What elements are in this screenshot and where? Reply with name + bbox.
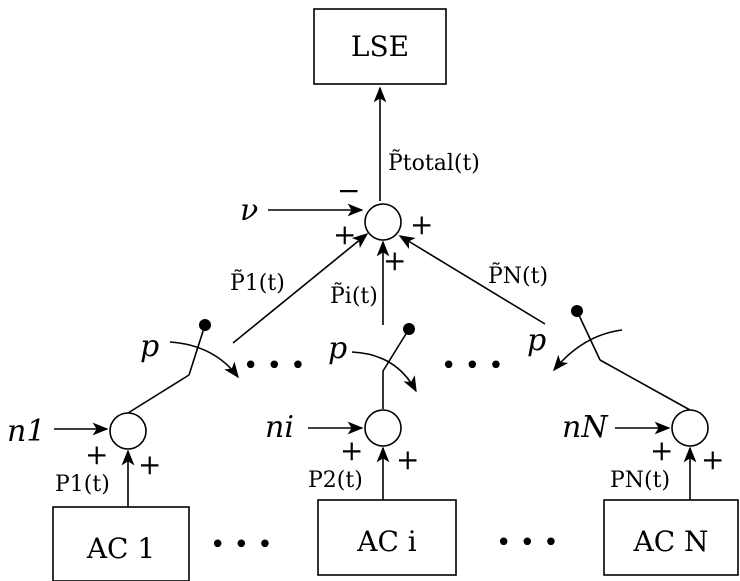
switch-n-lower-wire — [599, 359, 691, 411]
sumn-plus-bottom: + — [701, 443, 724, 476]
ac-box-n — [603, 499, 739, 576]
p2-label: P2(t) — [308, 468, 363, 493]
switch-1-contact — [199, 319, 211, 331]
lse-label: LSE — [351, 30, 409, 63]
total-power-label: P̃total(t) — [388, 150, 480, 176]
p1-label: P1(t) — [55, 472, 110, 497]
top-minus-sign: − — [337, 174, 360, 207]
nu-label: ν — [240, 193, 258, 228]
lse-box — [313, 8, 447, 85]
ni-label: ni — [265, 410, 294, 445]
top-plus-left: + — [333, 218, 356, 251]
ac-label-n: AC N — [632, 525, 708, 558]
ac-box-i — [317, 499, 457, 576]
p1-tilde-arrow — [232, 232, 369, 344]
pn-label: PN(t) — [610, 468, 670, 493]
ac-ellipsis-right: • • • — [496, 528, 559, 558]
pi-tilde-label: P̃i(t) — [330, 283, 378, 309]
sum-junction-n — [671, 409, 709, 447]
sumi-plus-left: + — [340, 434, 363, 467]
pn-tilde-arrow — [398, 235, 546, 325]
ac-box-1 — [52, 506, 190, 581]
switch-n-actuator-arrow — [552, 329, 623, 372]
switch-ellipsis-right: • • • — [441, 351, 504, 381]
switch-n-contact — [571, 305, 583, 317]
switch-i-blade — [382, 328, 410, 372]
switch-n-blade — [576, 310, 601, 361]
switch-i-actuator-arrow — [351, 351, 417, 393]
sum-junction-1 — [109, 412, 147, 450]
ac-ellipsis-left: • • • — [210, 530, 273, 560]
n1-label: n1 — [7, 414, 45, 449]
top-plus-bottom: + — [383, 244, 406, 277]
sum-junction-i — [364, 409, 402, 447]
top-plus-right: + — [410, 208, 433, 241]
pn-tilde-label: P̃N(t) — [488, 263, 548, 289]
sumi-plus-bottom: + — [396, 443, 419, 476]
ac-label-i: AC i — [356, 525, 417, 558]
sumn-plus-left: + — [650, 434, 673, 467]
switch-1-actuator-arrow — [169, 341, 239, 379]
sum1-plus-left: + — [85, 438, 108, 471]
p-label-n: p — [527, 323, 546, 358]
switch-1-lower-wire — [127, 374, 190, 414]
ac-label-1: AC 1 — [86, 532, 155, 565]
nN-label: nN — [562, 410, 609, 445]
p-label-1: p — [140, 329, 159, 364]
p-label-i: p — [328, 331, 347, 366]
top-summing-junction — [364, 203, 402, 241]
sum1-plus-bottom: + — [138, 448, 161, 481]
p1-tilde-label: P̃1(t) — [230, 270, 285, 296]
switch-1-blade — [188, 324, 206, 376]
switch-ellipsis-left: • • • — [243, 351, 306, 381]
switch-i-contact — [403, 323, 415, 335]
